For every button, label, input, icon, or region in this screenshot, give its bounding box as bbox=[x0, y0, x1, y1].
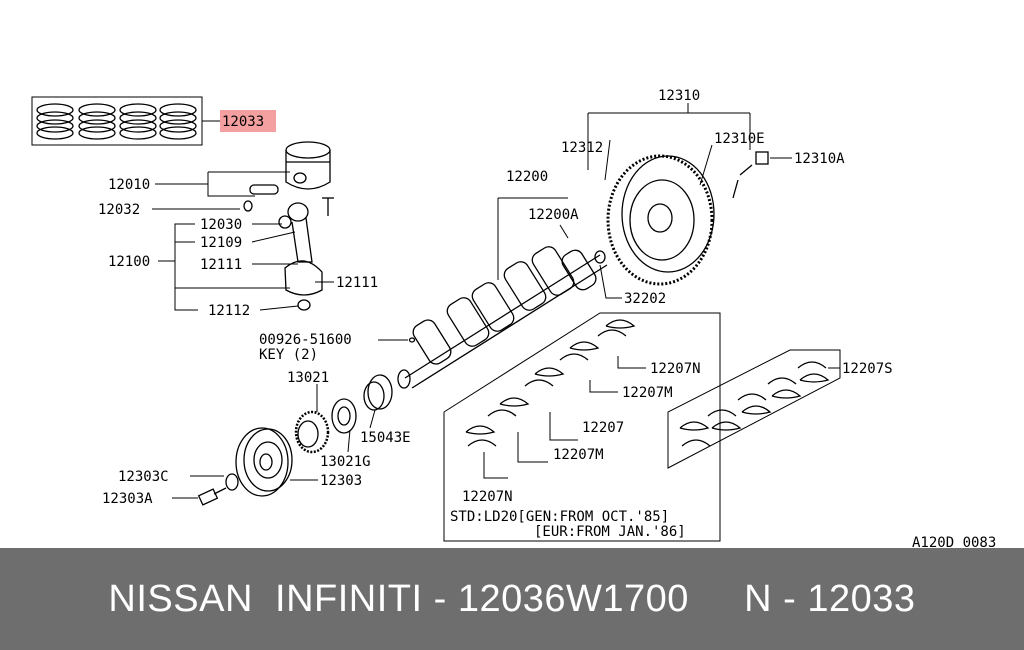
crankshaft[interactable] bbox=[397, 244, 608, 389]
label-12111-lower[interactable]: 12111 bbox=[336, 275, 378, 291]
pulley-bolt[interactable] bbox=[197, 487, 227, 506]
crank-pulley[interactable] bbox=[235, 427, 293, 497]
rod-bushing[interactable] bbox=[278, 215, 292, 229]
sprocket-washer[interactable] bbox=[331, 398, 357, 434]
flywheel[interactable] bbox=[606, 154, 715, 286]
label-12032[interactable]: 12032 bbox=[98, 202, 140, 218]
oil-seal[interactable] bbox=[363, 374, 393, 411]
label-12109[interactable]: 12109 bbox=[200, 235, 242, 251]
label-13021g[interactable]: 13021G bbox=[320, 454, 371, 470]
label-12310[interactable]: 12310 bbox=[658, 88, 700, 104]
label-15043e[interactable]: 15043E bbox=[360, 430, 411, 446]
footer-bar: NISSAN INFINITI - 12036W1700 N - 12033 bbox=[0, 548, 1024, 650]
label-12200[interactable]: 12200 bbox=[506, 169, 548, 185]
label-12207n-top[interactable]: 12207N bbox=[650, 361, 701, 377]
label-12303c[interactable]: 12303C bbox=[118, 469, 169, 485]
label-00926-51600[interactable]: 00926-51600 bbox=[259, 332, 352, 348]
label-12310a[interactable]: 12310A bbox=[794, 151, 845, 167]
label-12303[interactable]: 12303 bbox=[320, 473, 362, 489]
diagram-code: A120D 0083 bbox=[912, 535, 996, 548]
crank-key[interactable] bbox=[408, 337, 416, 343]
label-12312[interactable]: 12312 bbox=[561, 140, 603, 156]
label-key-qty: KEY (2) bbox=[259, 347, 318, 363]
label-12111-upper[interactable]: 12111 bbox=[200, 257, 242, 273]
label-12310e[interactable]: 12310E bbox=[714, 131, 765, 147]
note-std-line2: [EUR:FROM JAN.'86] bbox=[534, 524, 686, 540]
bearing-set-outline bbox=[443, 312, 721, 542]
label-12033[interactable]: 12033 bbox=[222, 114, 264, 130]
footer-part-number: NISSAN INFINITI - 12036W1700 N - 12033 bbox=[108, 577, 916, 620]
label-32202[interactable]: 32202 bbox=[624, 291, 666, 307]
label-12303a[interactable]: 12303A bbox=[102, 491, 153, 507]
label-12207[interactable]: 12207 bbox=[582, 420, 624, 436]
bearing-set-s-outline bbox=[667, 349, 841, 469]
main-bearing-halves[interactable] bbox=[465, 319, 636, 447]
pilot-bushing[interactable] bbox=[594, 250, 606, 264]
label-12207m-bot[interactable]: 12207M bbox=[553, 447, 604, 463]
piston-ring-set[interactable] bbox=[31, 96, 203, 146]
parts-diagram: 12033 12010 12032 12030 12109 12100 1211… bbox=[31, 88, 996, 548]
main-bearing-s-halves[interactable] bbox=[679, 361, 830, 447]
piston[interactable] bbox=[285, 141, 331, 190]
crank-sprocket[interactable] bbox=[294, 410, 330, 454]
pulley-washer[interactable] bbox=[225, 473, 239, 491]
snap-ring[interactable] bbox=[243, 200, 253, 212]
label-13021[interactable]: 13021 bbox=[287, 370, 329, 386]
piston-pin[interactable] bbox=[249, 184, 279, 195]
rod-nut[interactable] bbox=[297, 299, 311, 311]
label-12207s[interactable]: 12207S bbox=[842, 361, 893, 377]
flywheel-bolt[interactable] bbox=[739, 151, 769, 176]
label-12100[interactable]: 12100 bbox=[108, 254, 150, 270]
note-std-line1: STD:LD20[GEN:FROM OCT.'85] bbox=[450, 509, 669, 525]
label-12112[interactable]: 12112 bbox=[208, 303, 250, 319]
label-12030[interactable]: 12030 bbox=[200, 217, 242, 233]
label-12207m-top[interactable]: 12207M bbox=[622, 385, 673, 401]
connecting-rod[interactable] bbox=[284, 197, 334, 296]
label-12207n-bot[interactable]: 12207N bbox=[462, 489, 513, 505]
dowel-pin[interactable] bbox=[732, 179, 739, 199]
label-12010[interactable]: 12010 bbox=[108, 177, 150, 193]
label-12200a[interactable]: 12200A bbox=[528, 207, 579, 223]
highlight-box bbox=[220, 110, 276, 132]
